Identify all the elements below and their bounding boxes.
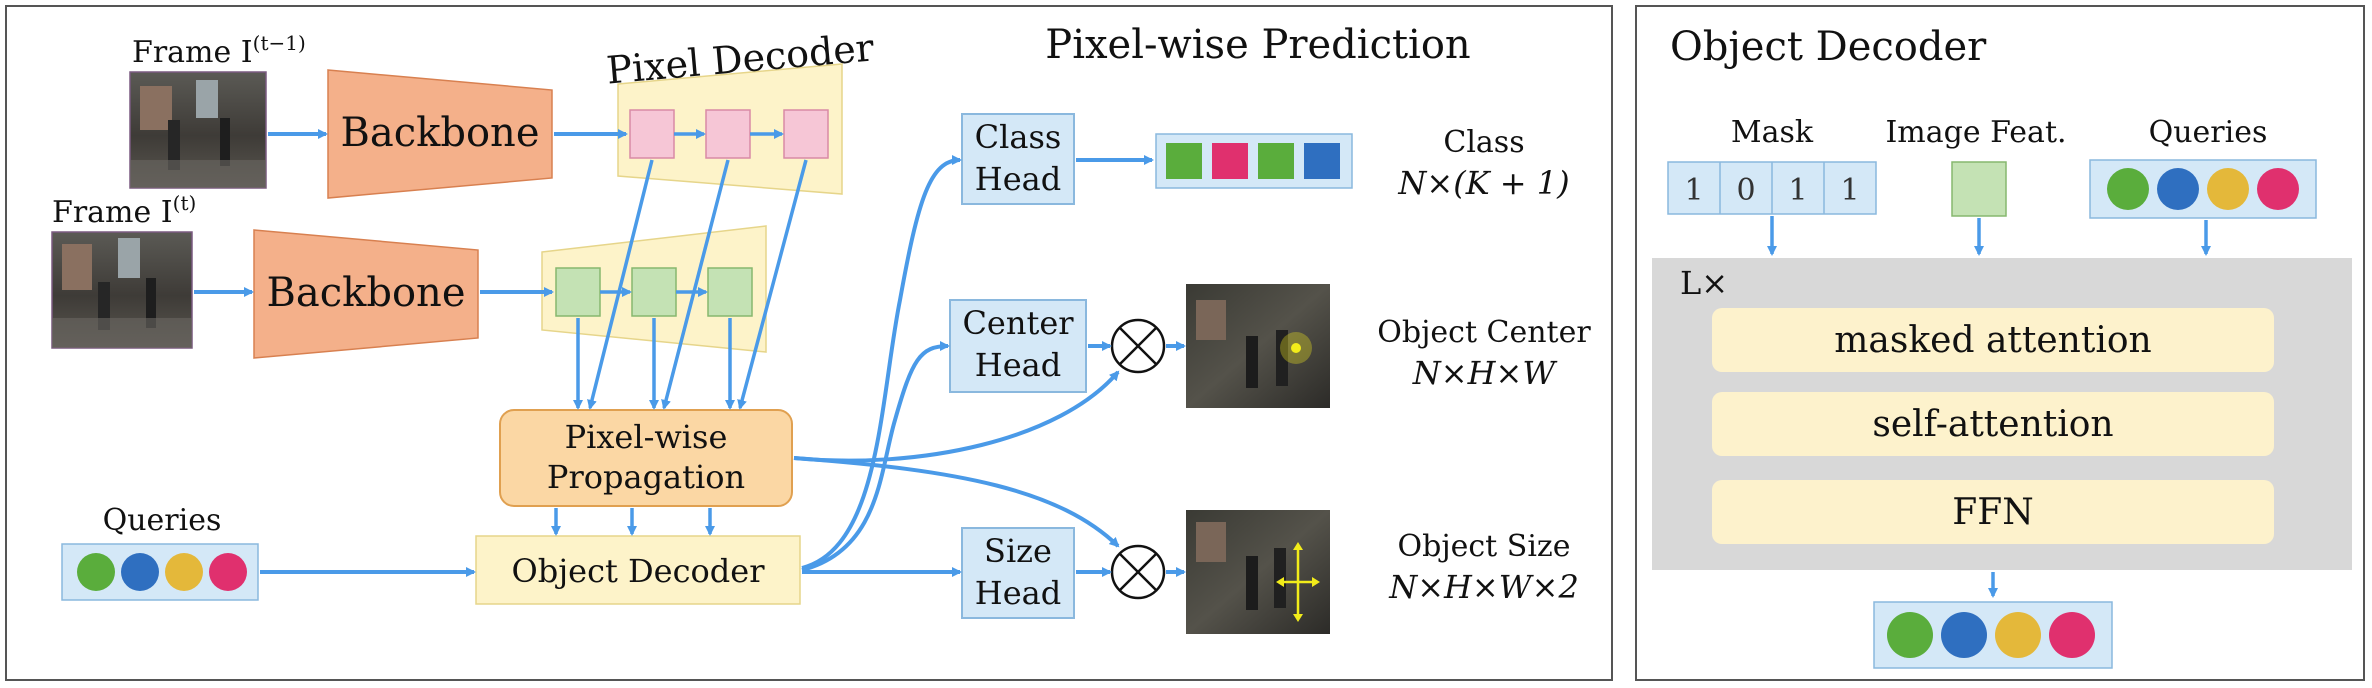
arrow-pink-2-prop	[661, 159, 730, 410]
layer-self-attention	[1712, 392, 2274, 456]
size-head-box	[961, 527, 1075, 619]
layer-self-attention-label: self-attention	[1872, 404, 2113, 445]
backbone-curr	[253, 229, 479, 359]
size-output-dims: N×H×W×2	[1388, 568, 1579, 606]
center-output-image	[1186, 284, 1330, 408]
center-output-dims: N×H×W	[1412, 354, 1559, 392]
image-feat-square	[1951, 161, 2007, 217]
frame-prev-label: Frame I(t−1)	[132, 31, 306, 70]
mask-value-4: 1	[1840, 173, 1859, 208]
center-output-name: Object Center	[1377, 315, 1591, 350]
query-circle-blue	[121, 553, 159, 591]
query-circle-yellow	[165, 553, 203, 591]
center-head-line1: Center	[962, 304, 1074, 342]
green-feature-2	[631, 267, 677, 317]
query-right-blue	[2157, 168, 2199, 210]
left-panel-border	[5, 5, 1613, 681]
right-panel-border	[1635, 5, 2365, 681]
pixel-wise-prediction-title: Pixel-wise Prediction	[1045, 22, 1470, 68]
green-feature-1	[555, 267, 601, 317]
output-query-blue	[1941, 612, 1987, 658]
class-square-3	[1258, 143, 1294, 179]
center-head-line2: Head	[975, 346, 1061, 384]
green-feature-3	[707, 267, 753, 317]
class-square-4	[1304, 143, 1340, 179]
object-decoder-box	[475, 535, 801, 605]
object-decoder-label: Object Decoder	[511, 552, 765, 590]
backbone-prev	[327, 69, 553, 199]
repeat-label: L×	[1680, 264, 1728, 302]
output-query-green	[1887, 612, 1933, 658]
queries-label-right: Queries	[2149, 115, 2268, 150]
multiply-node-size	[1110, 544, 1166, 600]
backbone-curr-label: Backbone	[266, 270, 465, 316]
query-circle-green	[77, 553, 115, 591]
pink-feature-1	[629, 109, 675, 159]
pink-feature-2	[705, 109, 751, 159]
query-circle-pink	[209, 553, 247, 591]
image-feat-label: Image Feat.	[1885, 115, 2066, 150]
multiply-node-center	[1110, 318, 1166, 374]
query-right-green	[2107, 168, 2149, 210]
size-output-name: Object Size	[1398, 529, 1571, 564]
query-right-yellow	[2207, 168, 2249, 210]
pink-feature-3	[783, 109, 829, 159]
output-query-pink	[2049, 612, 2095, 658]
query-right-pink	[2257, 168, 2299, 210]
frame-curr-image	[51, 231, 193, 349]
frame-prev-image	[129, 71, 267, 189]
layer-masked-attention	[1712, 308, 2274, 372]
layer-ffn	[1712, 480, 2274, 544]
mask-value-2: 0	[1736, 173, 1755, 208]
propagation-label-line2: Propagation	[547, 458, 745, 496]
center-head-box	[949, 299, 1087, 393]
queries-label-left: Queries	[103, 503, 222, 538]
class-square-1	[1166, 143, 1202, 179]
mask-value-1: 1	[1684, 173, 1703, 208]
mask-label: Mask	[1731, 115, 1814, 150]
pixel-wise-propagation-box	[499, 409, 793, 507]
propagation-label-line1: Pixel-wise	[565, 418, 728, 456]
arrow-pink-1-prop	[587, 159, 654, 410]
frame-curr-label: Frame I(t)	[52, 191, 196, 230]
output-query-yellow	[1995, 612, 2041, 658]
class-square-2	[1212, 143, 1248, 179]
size-head-line2: Head	[975, 574, 1061, 612]
arrow-decoder-center-head	[801, 341, 950, 572]
class-output-dims: N×(K + 1)	[1397, 164, 1569, 202]
class-head-line1: Class	[975, 118, 1062, 156]
arrow-pink-3-prop	[737, 159, 808, 410]
arrow-decoder-class-head	[801, 155, 962, 570]
backbone-prev-label: Backbone	[340, 110, 539, 156]
arrow-prop-size-multiply	[793, 456, 1120, 548]
class-head-box	[961, 113, 1075, 205]
mask-value-3: 1	[1788, 173, 1807, 208]
size-output-image	[1186, 510, 1330, 634]
class-output-name: Class	[1443, 125, 1524, 160]
class-head-line2: Head	[975, 160, 1061, 198]
layer-masked-attention-label: masked attention	[1834, 320, 2151, 361]
right-panel-title: Object Decoder	[1670, 24, 1987, 70]
mask-cells	[1667, 161, 1877, 215]
layer-ffn-label: FFN	[1952, 492, 2033, 533]
size-head-line1: Size	[984, 532, 1052, 570]
